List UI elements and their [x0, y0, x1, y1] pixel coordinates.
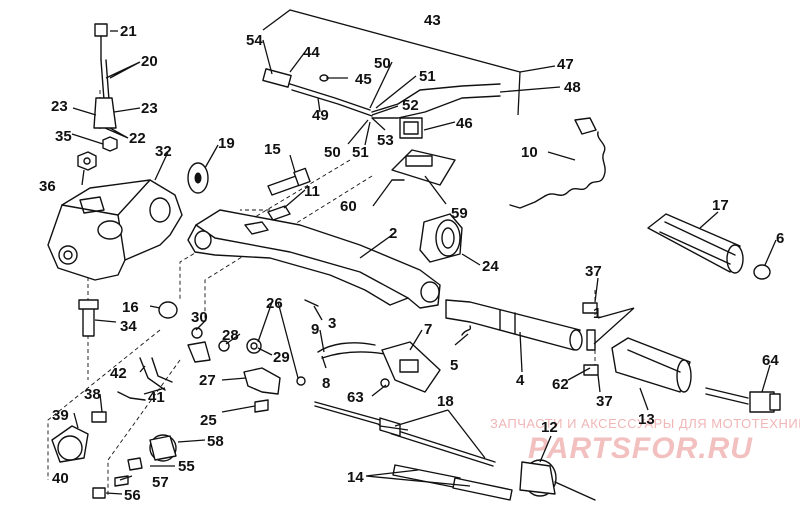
housing-32	[47, 179, 183, 281]
callout-26: 26	[266, 295, 283, 312]
callout-23-left: 23	[51, 98, 68, 115]
leader-lines	[71, 30, 777, 495]
alignment-lines	[47, 90, 596, 495]
callout-13: 13	[638, 411, 655, 428]
lanyard-10	[509, 117, 606, 209]
callout-44: 44	[303, 44, 320, 61]
callout-24: 24	[482, 258, 499, 275]
callout-labels: 1 2 3 4 5 6 7 8 9 10 11 12 13 14 15 16 1…	[39, 12, 784, 504]
callout-18: 18	[437, 393, 454, 410]
callout-23-right: 23	[141, 100, 158, 117]
callout-34: 34	[120, 318, 137, 335]
callout-20: 20	[141, 53, 158, 70]
callout-11: 11	[304, 183, 320, 200]
callout-60: 60	[340, 198, 357, 215]
callout-38: 38	[84, 386, 101, 403]
callout-16: 16	[122, 299, 139, 316]
callout-28: 28	[222, 327, 239, 344]
callout-5: 5	[450, 357, 458, 374]
callout-1: 1	[593, 305, 601, 322]
callout-49: 49	[312, 107, 329, 124]
callout-62: 62	[552, 376, 569, 393]
callout-56: 56	[124, 487, 141, 504]
callout-45: 45	[355, 71, 372, 88]
callout-37-bottom: 37	[596, 393, 613, 410]
throttle-grip-13	[611, 337, 692, 393]
callout-29: 29	[273, 349, 290, 366]
grip-17	[647, 213, 771, 280]
callout-27: 27	[199, 372, 216, 389]
callout-22: 22	[129, 130, 146, 147]
callout-55: 55	[178, 458, 195, 475]
callout-7: 7	[424, 321, 432, 338]
watermark-tagline: ЗАПЧАСТИ И АКСЕССУАРЫ ДЛЯ МОТОТЕХНИКИ	[490, 416, 800, 431]
callout-2: 2	[389, 225, 397, 242]
sensor-64	[705, 387, 781, 413]
callout-63: 63	[347, 389, 364, 406]
callout-4: 4	[516, 372, 525, 389]
callout-48: 48	[564, 79, 581, 96]
callout-50-top: 50	[374, 55, 391, 72]
callout-6: 6	[776, 230, 784, 247]
callout-57: 57	[152, 474, 169, 491]
callout-41: 41	[148, 389, 165, 406]
callout-51-top: 51	[419, 68, 436, 85]
callout-10: 10	[521, 144, 538, 161]
callout-21: 21	[120, 23, 137, 40]
callout-3: 3	[328, 315, 336, 332]
callout-64: 64	[762, 352, 779, 369]
callout-53: 53	[377, 132, 394, 149]
callout-14: 14	[347, 469, 364, 486]
callout-25: 25	[200, 412, 217, 429]
switch-7	[317, 341, 441, 393]
watermark-logo: PARTSFOR.RU	[528, 432, 753, 465]
callout-58: 58	[207, 433, 224, 450]
callout-47: 47	[557, 56, 574, 73]
callout-42: 42	[110, 365, 127, 382]
callout-39: 39	[52, 407, 69, 424]
callout-15: 15	[264, 141, 281, 158]
callout-51-bottom: 51	[352, 144, 369, 161]
callout-43: 43	[424, 12, 441, 29]
callout-40: 40	[52, 470, 69, 487]
shaft-4	[445, 299, 599, 376]
bracket-43	[262, 9, 521, 116]
callout-17: 17	[712, 197, 729, 214]
callout-50-bottom: 50	[324, 144, 341, 161]
callout-54: 54	[246, 32, 263, 49]
tiller-arm-2	[187, 209, 441, 309]
callout-8: 8	[322, 375, 330, 392]
hardware-parts	[77, 23, 463, 413]
callout-59: 59	[451, 205, 468, 222]
callout-12: 12	[541, 419, 558, 436]
callout-46: 46	[456, 115, 473, 132]
callout-30: 30	[191, 309, 208, 326]
callout-19: 19	[218, 135, 235, 152]
callout-32: 32	[155, 143, 172, 160]
callout-37-top: 37	[585, 263, 602, 280]
callout-36: 36	[39, 178, 56, 195]
callout-52: 52	[402, 97, 419, 114]
callout-35: 35	[55, 128, 72, 145]
callout-9: 9	[311, 321, 319, 338]
